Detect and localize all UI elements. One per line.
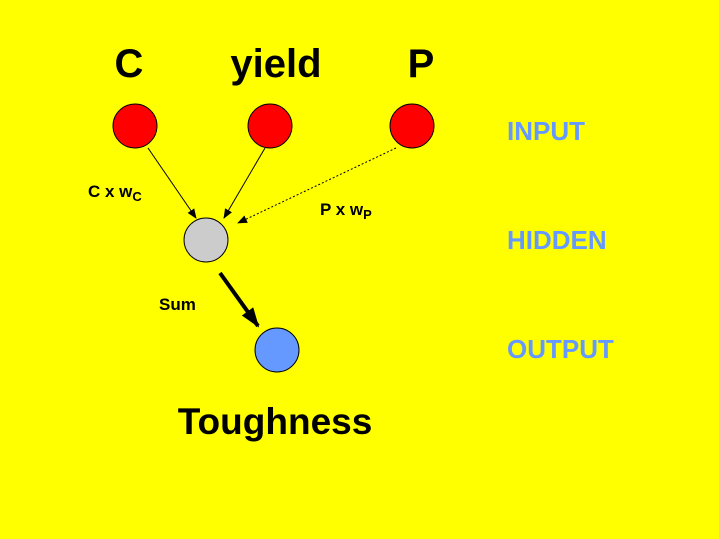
edge-label-c-weight: C x wC bbox=[88, 183, 142, 203]
input-node-p bbox=[389, 103, 435, 149]
edge-label-p-weight: P x wP bbox=[320, 201, 372, 221]
edge-label-text: C x w bbox=[88, 182, 133, 201]
layer-label-output: OUTPUT bbox=[507, 334, 614, 364]
output-node bbox=[254, 327, 300, 373]
input-label-yield: yield bbox=[230, 42, 322, 86]
input-label-p: P bbox=[407, 42, 435, 86]
edge-label-text: P x w bbox=[320, 200, 364, 219]
edge-label-subscript: P bbox=[363, 207, 372, 222]
layer-label-input: INPUT bbox=[507, 116, 585, 146]
hidden-node bbox=[183, 217, 229, 263]
edge-hidden-output bbox=[218, 271, 260, 328]
layer-label-hidden: HIDDEN bbox=[507, 225, 607, 255]
input-node-c bbox=[112, 103, 158, 149]
input-node-yield bbox=[247, 103, 293, 149]
edge-yield-hidden bbox=[223, 147, 266, 219]
edge-label-sum: Sum bbox=[159, 295, 196, 314]
input-label-c: C bbox=[114, 42, 144, 86]
edge-c-hidden bbox=[147, 147, 197, 219]
output-label: Toughness bbox=[177, 401, 373, 442]
edge-p-hidden bbox=[237, 147, 397, 224]
edge-label-subscript: C bbox=[132, 189, 142, 204]
